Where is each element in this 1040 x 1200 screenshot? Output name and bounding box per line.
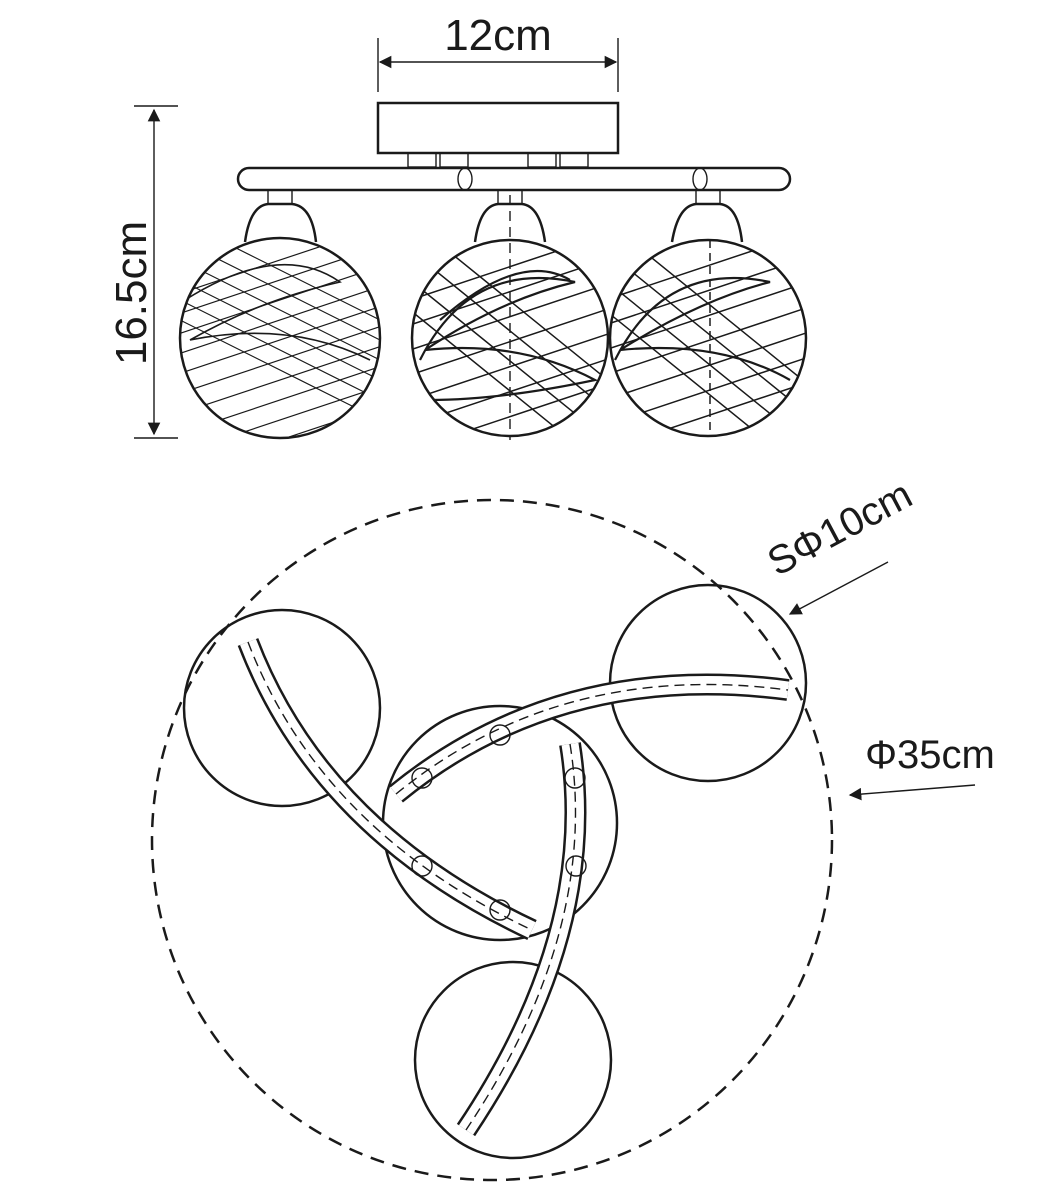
width-dimension: 12cm — [377, 11, 619, 92]
width-label: 12cm — [444, 11, 552, 60]
globe-middle — [410, 238, 610, 438]
arm-bottom — [456, 742, 587, 1137]
overall-outline — [150, 498, 834, 1182]
top-globe-bottom — [413, 960, 613, 1160]
top-globe-left — [182, 608, 382, 808]
height-dimension: 16.5cm — [107, 105, 178, 439]
globe-right — [608, 238, 808, 438]
height-label: 16.5cm — [107, 221, 156, 365]
globe-diameter-callout: SΦ10cm — [761, 472, 920, 615]
globe-label: SΦ10cm — [761, 472, 920, 584]
fixture-side-view — [178, 101, 808, 440]
arm-right — [389, 673, 790, 803]
arm-left — [237, 638, 537, 940]
fixture-top-view — [150, 498, 834, 1182]
overall-diameter-callout: Φ35cm — [848, 733, 995, 801]
globe-left — [178, 236, 382, 440]
overall-label: Φ35cm — [865, 733, 995, 777]
